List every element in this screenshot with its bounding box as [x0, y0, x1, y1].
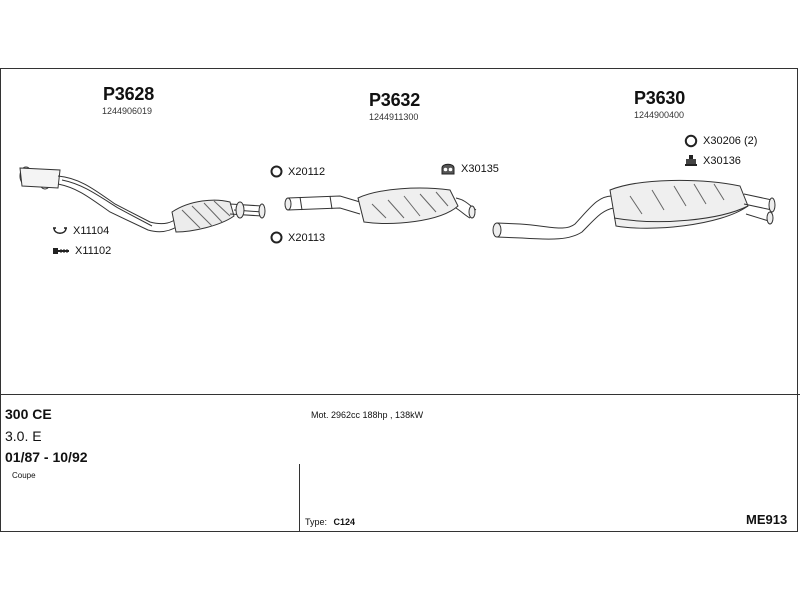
centre-silencer-drawing: [284, 187, 477, 224]
accessory-x30206: X30206 (2): [684, 134, 757, 148]
accessory-x20113: X20113: [270, 231, 325, 244]
accessory-code: X20112: [288, 165, 326, 178]
ring-icon: [270, 231, 283, 244]
vehicle-body: Coupe: [12, 471, 36, 480]
accessory-code: X30135: [461, 163, 499, 175]
accessory-x30136: X30136: [684, 154, 741, 168]
ring-icon: [270, 165, 283, 178]
vehicle-years: 01/87 - 10/92: [5, 449, 88, 465]
accessory-code: X11104: [73, 225, 110, 237]
type-line: Type: C124: [305, 517, 355, 527]
part-number-centre-silencer: 1244911300: [369, 112, 419, 122]
vehicle-engine: 3.0. E: [5, 428, 42, 444]
accessory-x30135: X30135: [440, 162, 499, 176]
part-code-rear-silencer: P3630: [634, 88, 686, 108]
accessory-code: X20113: [288, 231, 326, 244]
part-number-rear-silencer: 1244900400: [634, 110, 685, 120]
rear-silencer-drawing: [492, 179, 776, 240]
accessory-code: X11102: [75, 245, 112, 257]
front-pipe-drawing: [19, 166, 266, 233]
mount-icon: [685, 155, 697, 166]
bolt-icon: [53, 248, 69, 254]
type-value: C124: [333, 517, 356, 527]
vehicle-model: 300 CE: [5, 406, 52, 422]
info-divider-vertical: [299, 464, 300, 532]
accessory-code: X30206 (2): [703, 135, 758, 147]
type-label: Type:: [305, 517, 328, 527]
part-code-front-pipe: P3628: [103, 84, 155, 104]
accessory-code: X30136: [703, 155, 741, 167]
hanger-icon: [441, 163, 455, 175]
ring-icon: [684, 134, 698, 148]
diagram-frame: [0, 68, 798, 532]
accessory-x20112: X20112: [270, 165, 325, 178]
accessory-x11102: X11102: [52, 245, 111, 257]
clamp-icon: [53, 227, 67, 234]
reference-code: ME913: [746, 512, 788, 527]
motor-spec: Mot. 2962cc 188hp , 138kW: [311, 410, 424, 420]
accessory-x11104: X11104: [52, 225, 109, 237]
info-divider-horizontal: [0, 394, 800, 395]
part-number-front-pipe: 1244906019: [102, 106, 153, 116]
part-code-centre-silencer: P3632: [369, 90, 421, 110]
